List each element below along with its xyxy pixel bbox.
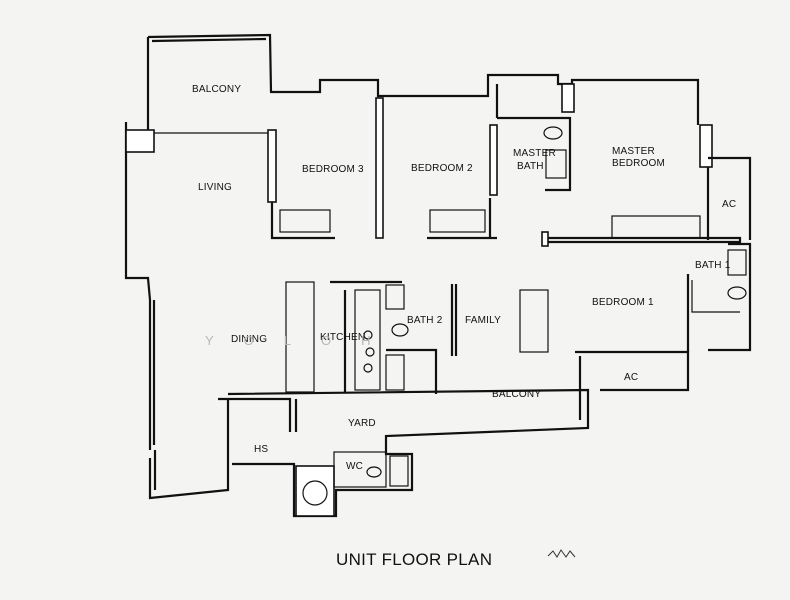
wardrobe-master	[611, 215, 701, 239]
watermark: YOLOH	[205, 333, 401, 348]
master-bed-column	[699, 124, 713, 168]
label-master-bath-1: MASTER	[513, 148, 556, 159]
fixtures	[302, 126, 747, 506]
label-bedroom3: BEDROOM 3	[302, 164, 364, 175]
wardrobe-bedroom3	[279, 209, 331, 233]
label-living: LIVING	[198, 182, 232, 193]
stove-burner-2	[365, 347, 375, 357]
lift-circle	[302, 480, 328, 506]
kitchen-counter-left	[285, 281, 315, 393]
master-toilet	[543, 126, 563, 140]
partition-b3-b2	[375, 97, 384, 239]
stove-burner-1	[363, 330, 373, 340]
label-family: FAMILY	[465, 315, 501, 326]
exterior-walls	[124, 33, 752, 518]
label-balcony-top: BALCONY	[192, 84, 241, 95]
stove-burner-3	[363, 363, 373, 373]
wc-shower	[389, 455, 409, 487]
lift-core-box	[295, 465, 335, 517]
label-balcony-bottom: BALCONY	[492, 389, 541, 400]
label-master-bed-2: BEDROOM	[612, 158, 665, 169]
bath2-toilet	[391, 323, 409, 337]
room-labels: BALCONY LIVING BEDROOM 3 BEDROOM 2 MASTE…	[192, 84, 736, 472]
master-door-jamb	[541, 231, 549, 247]
wardrobe-bedroom2	[429, 209, 486, 233]
label-ac-bottom: AC	[624, 372, 638, 383]
label-master-bed-1: MASTER	[612, 146, 655, 157]
label-master-bath-2: BATH	[517, 161, 544, 172]
partition-b2-bath	[489, 124, 498, 196]
wc-toilet	[366, 466, 382, 478]
plan-title: UNIT FLOOR PLAN	[336, 550, 492, 569]
label-bedroom2: BEDROOM 2	[411, 163, 473, 174]
bedroom3-wall-pier	[267, 129, 277, 203]
label-bath2: BATH 2	[407, 315, 443, 326]
wc-room	[333, 451, 387, 488]
label-ac-right: AC	[722, 199, 736, 210]
bath2-shower	[385, 354, 405, 391]
label-kitchen: KITCHEN	[320, 332, 365, 343]
label-bedroom1: BEDROOM 1	[592, 297, 654, 308]
label-hs: HS	[254, 444, 268, 455]
kitchen-counter-right	[354, 289, 381, 391]
master-shower	[545, 149, 567, 179]
label-dining: DINING	[231, 334, 267, 345]
label-wc: WC	[346, 461, 363, 472]
bath2-basin-top	[385, 284, 405, 310]
bath1-toilet	[727, 286, 747, 300]
label-bath1: BATH 1	[695, 260, 731, 271]
label-yard: YARD	[348, 418, 376, 429]
master-bath-pier	[561, 83, 575, 113]
wardrobe-bedroom1	[519, 289, 549, 353]
bath1-basin	[727, 249, 747, 276]
scribble-mark	[547, 549, 576, 558]
column-living	[125, 129, 155, 153]
